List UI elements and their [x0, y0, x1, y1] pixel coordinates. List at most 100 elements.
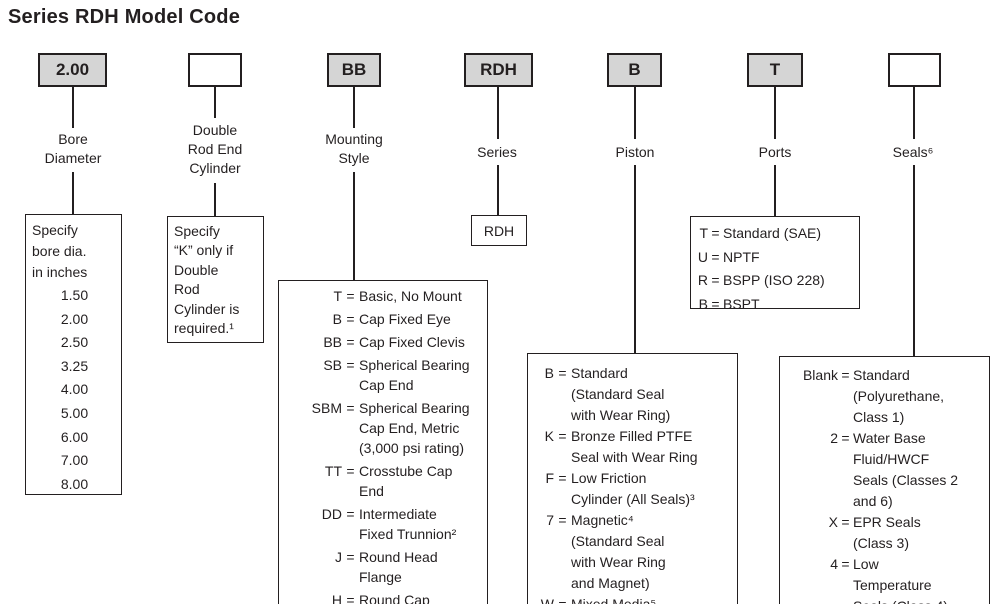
code-description: Standard (Standard Seal with Wear Ring) — [571, 365, 671, 423]
code-entry: 7=Magnetic⁴ (Standard Seal with Wear Rin… — [534, 510, 735, 594]
code-description: Standard (Polyurethane, Class 1) — [853, 367, 945, 425]
code-key: W — [540, 596, 554, 604]
code-description: Crosstube Cap End — [359, 463, 453, 499]
connector-line — [353, 87, 355, 128]
mounting-code-box: BB — [327, 53, 381, 87]
ports-code-box: T — [747, 53, 803, 87]
equals-sign: = — [346, 592, 355, 604]
connector-line — [497, 87, 499, 139]
code-description: Cap Fixed Eye — [359, 311, 451, 327]
code-key: B — [544, 365, 554, 381]
code-entry: TT=Crosstube Cap End — [283, 461, 485, 501]
code-key: H — [331, 592, 342, 604]
code-entry: R=BSPP (ISO 228) — [696, 269, 857, 293]
code-entry: SB=Spherical Bearing Cap End — [283, 355, 485, 395]
code-entry: H = Round Cap — [283, 590, 485, 604]
code-key: T — [699, 225, 708, 241]
code-key: X — [828, 514, 838, 530]
ports-label: Ports — [758, 144, 792, 160]
connector-line — [913, 87, 915, 139]
equals-sign: = — [558, 512, 567, 528]
equals-sign: = — [346, 311, 355, 327]
code-description: Round Cap — [359, 592, 430, 604]
seals-code-box — [888, 53, 941, 87]
list-line: 5.00 — [60, 404, 89, 421]
list-line: 6.00 — [60, 428, 89, 445]
equals-sign: = — [346, 357, 355, 373]
equals-sign: = — [711, 248, 720, 265]
code-key: J — [335, 549, 342, 565]
code-description: NPTF — [723, 248, 760, 265]
list-line: 4.00 — [60, 381, 89, 398]
series-label: Series — [477, 144, 517, 160]
bore-code-box: 2.00 — [38, 53, 107, 87]
code-description: Round Head Flange — [359, 549, 438, 585]
connector-line — [774, 165, 776, 216]
code-description: Cap Fixed Clevis — [359, 334, 465, 350]
series-value-box: RDH — [471, 215, 527, 246]
equals-sign: = — [841, 514, 850, 530]
code-description: Magnetic⁴ (Standard Seal with Wear Ring … — [571, 512, 666, 591]
code-description: BSPT — [723, 295, 760, 312]
code-description: Spherical Bearing Cap End — [359, 357, 470, 393]
equals-sign: = — [346, 463, 355, 479]
bore-options-header: Specify bore dia. in inches — [32, 222, 88, 280]
code-key: 4 — [830, 556, 838, 572]
equals-sign: = — [558, 365, 567, 381]
code-entry: DD=Intermediate Fixed Trunnion² — [283, 504, 485, 544]
code-description: Mixed Media⁵ — [571, 596, 657, 604]
connector-line — [72, 87, 74, 128]
code-key: TT — [324, 463, 342, 479]
code-key: K — [544, 428, 554, 444]
code-key: R — [697, 272, 708, 288]
series-code-box: RDH — [464, 53, 533, 87]
code-entry: B=BSPT — [696, 293, 857, 317]
code-entry: 2=Water Base Fluid/HWCF Seals (Classes 2… — [786, 428, 987, 512]
code-key: T — [333, 288, 342, 304]
code-description: EPR Seals (Class 3) — [853, 514, 921, 551]
equals-sign: = — [711, 272, 720, 288]
code-entry: B=Cap Fixed Eye — [283, 309, 485, 329]
equals-sign: = — [558, 596, 567, 604]
code-entry: X=EPR Seals (Class 3) — [786, 512, 987, 554]
code-description: Low Friction Cylinder (All Seals)³ — [571, 470, 695, 507]
seals-options-box: Blank=Standard (Polyurethane, Class 1)2=… — [779, 356, 990, 604]
list-line: 8.00 — [60, 475, 89, 492]
piston-label: Piston — [615, 144, 655, 160]
code-entry: Blank=Standard (Polyurethane, Class 1) — [786, 365, 987, 428]
list-line: 1.50 — [60, 287, 89, 303]
code-entry: F=Low Friction Cylinder (All Seals)³ — [534, 468, 735, 510]
equals-sign: = — [841, 556, 850, 572]
page-title: Series RDH Model Code — [8, 6, 241, 28]
connector-line — [353, 172, 355, 280]
code-entry: J=Round Head Flange — [283, 547, 485, 587]
code-description: BSPP (ISO 228) — [723, 272, 825, 288]
code-key: SBM — [311, 400, 342, 416]
connector-line — [774, 87, 776, 139]
piston-options-box: B=Standard (Standard Seal with Wear Ring… — [527, 353, 738, 604]
code-key: Blank — [802, 367, 838, 383]
list-line: 2.50 — [60, 334, 89, 351]
code-description: Basic, No Mount — [359, 288, 462, 304]
code-entry: B=Standard (Standard Seal with Wear Ring… — [534, 363, 735, 426]
connector-line — [497, 165, 499, 215]
double-rod-label: Double Rod End Cylinder — [187, 122, 243, 176]
bore-options-box: Specify bore dia. in inches 1.50 2.00 2.50… — [25, 214, 122, 495]
connector-line — [634, 87, 636, 139]
code-entry: BB=Cap Fixed Clevis — [283, 332, 485, 352]
equals-sign: = — [711, 225, 720, 241]
mounting-style-label: Mounting Style — [325, 131, 383, 166]
double-rod-note-box: Specify “K” only if Double Rod Cylinder … — [167, 216, 264, 343]
code-entry: T=Basic, No Mount — [283, 286, 485, 306]
code-entry: T=Standard (SAE) — [696, 222, 857, 246]
code-key: DD — [321, 506, 342, 522]
code-key: SB — [323, 357, 342, 373]
list-line: 2.00 — [60, 310, 89, 327]
seals-label: Seals⁶ — [892, 144, 934, 160]
equals-sign: = — [711, 295, 720, 312]
equals-sign: = — [841, 367, 850, 383]
